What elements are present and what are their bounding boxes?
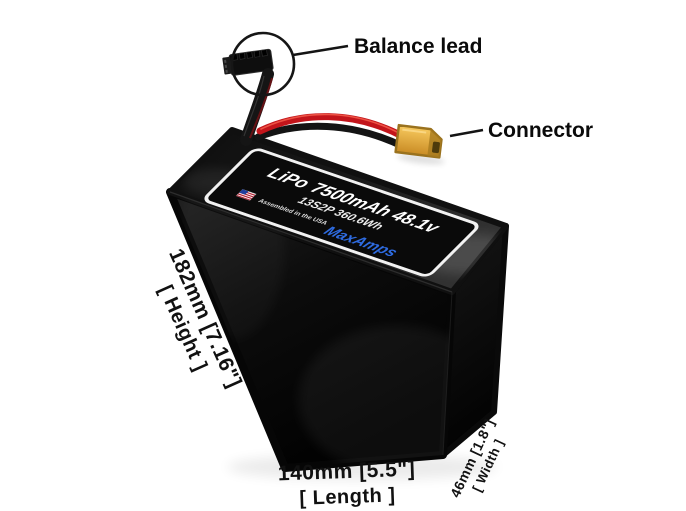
balance-callout-text: Balance lead bbox=[354, 35, 482, 58]
length-label: [ Length ] bbox=[299, 484, 396, 509]
balance-cable-red-strand bbox=[249, 77, 273, 139]
balance-lead-cable bbox=[240, 68, 274, 146]
xt60-socket bbox=[431, 141, 440, 154]
xt60-connector bbox=[394, 123, 445, 165]
balance-cable-strand bbox=[243, 75, 265, 137]
connector-callout-line bbox=[449, 128, 484, 138]
battery-right-front-edge bbox=[442, 291, 453, 456]
spec-label-panel bbox=[204, 148, 479, 277]
balance-annotation-circle bbox=[230, 31, 296, 97]
xt60-shadow bbox=[397, 153, 445, 165]
power-wire-red-highlight bbox=[260, 113, 400, 134]
connector-callout-text: Connector bbox=[488, 119, 593, 142]
spec-label: LiPo7500mAh 48.1v 13S2P 360.6Wh Assemble… bbox=[204, 148, 479, 277]
battery-front-top-edge bbox=[169, 191, 453, 293]
dimension-length: 140mm [5.5"] [ Length ] bbox=[278, 458, 416, 510]
usa-flag-icon bbox=[235, 189, 257, 201]
power-wire-black bbox=[254, 122, 406, 150]
balance-connector bbox=[222, 48, 274, 76]
power-wire-red bbox=[256, 113, 406, 140]
length-value: 140mm [5.5"] bbox=[278, 458, 416, 486]
xt60-highlight bbox=[402, 128, 427, 134]
balance-callout-line bbox=[292, 44, 349, 57]
